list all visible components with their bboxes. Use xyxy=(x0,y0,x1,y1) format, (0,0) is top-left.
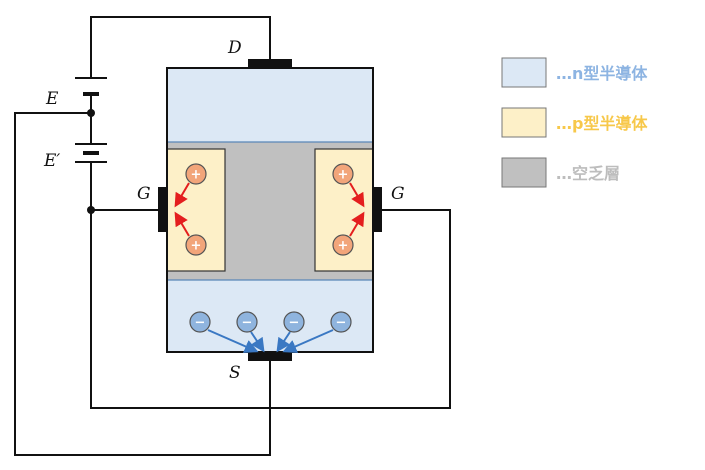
n-type-region-top xyxy=(167,68,373,142)
battery-e-prime xyxy=(75,143,107,163)
drain-electrode xyxy=(248,59,292,68)
electron-4: − xyxy=(330,311,352,333)
svg-text:−: − xyxy=(242,316,253,331)
source-label: S xyxy=(229,363,241,383)
wire-gate-loop xyxy=(90,209,451,409)
hole-motion-arrows xyxy=(174,182,365,237)
legend: …n型半導体 …p型半導体 …空乏層 xyxy=(501,57,648,188)
hole-right-top: + xyxy=(332,163,354,185)
gate-electrode-left xyxy=(158,187,167,232)
circuit-wires xyxy=(14,16,451,456)
electron-3: − xyxy=(283,311,305,333)
legend-item-n-type: …n型半導体 xyxy=(501,57,648,88)
gate-label-right: G xyxy=(391,184,405,204)
jfet-device xyxy=(166,67,374,353)
svg-text:…p型半導体: …p型半導体 xyxy=(556,114,648,133)
svg-text:−: − xyxy=(289,316,300,331)
junction-node-gate xyxy=(87,206,95,214)
svg-text:+: + xyxy=(191,239,202,254)
source-electrode xyxy=(248,352,292,361)
gate-electrode-right xyxy=(373,187,382,232)
electron-motion-arrows xyxy=(207,329,334,353)
legend-item-depletion: …空乏層 xyxy=(501,157,620,188)
electron-2: − xyxy=(236,311,258,333)
svg-text:+: + xyxy=(338,239,349,254)
battery-e-label: E xyxy=(45,89,59,109)
svg-text:−: − xyxy=(195,316,206,331)
svg-text:…n型半導体: …n型半導体 xyxy=(556,64,648,83)
wire-drain-to-battery xyxy=(90,16,271,78)
battery-e-prime-label: E′ xyxy=(43,151,60,171)
junction-node-e xyxy=(87,109,95,117)
electron-1: − xyxy=(189,311,211,333)
hole-left-bottom: + xyxy=(185,234,207,256)
hole-right-bottom: + xyxy=(332,234,354,256)
svg-text:+: + xyxy=(338,168,349,183)
svg-text:−: − xyxy=(336,316,347,331)
svg-text:…空乏層: …空乏層 xyxy=(556,164,620,183)
hole-left-top: + xyxy=(185,163,207,185)
wire-source-loop xyxy=(14,112,271,456)
svg-text:+: + xyxy=(191,168,202,183)
gate-label-left: G xyxy=(137,184,151,204)
drain-label: D xyxy=(227,38,242,58)
battery-e xyxy=(75,77,107,96)
legend-item-p-type: …p型半導体 xyxy=(501,107,648,138)
